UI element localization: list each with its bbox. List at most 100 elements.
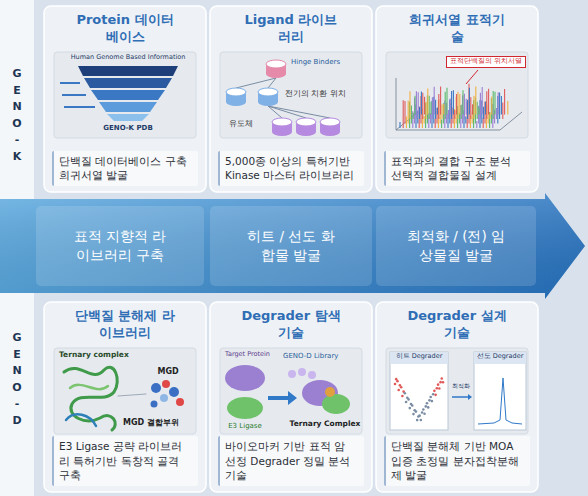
chart-header xyxy=(390,352,448,364)
sequence-bar xyxy=(441,120,442,128)
panel-ground xyxy=(210,6,372,192)
process-step: 히트 / 선도 화합물 발굴 xyxy=(210,206,372,286)
figure-label: MGD 결합부위 xyxy=(122,418,180,428)
optimize-arrow xyxy=(452,396,468,398)
sequence-bar xyxy=(446,88,447,115)
panel-heading: Degrader 설계기술 xyxy=(405,308,509,341)
feature-panel: Protein 데이터베이스단백질 데이터베이스 구축 희귀서열 발굴 xyxy=(44,6,206,192)
data-dot xyxy=(407,398,410,401)
data-dot xyxy=(401,395,404,398)
sequence-bar xyxy=(432,97,433,119)
figure-label: MGD xyxy=(156,367,179,377)
data-dot xyxy=(438,387,441,390)
panel-ground xyxy=(376,6,538,192)
image-well xyxy=(54,348,196,434)
panel-heading: Protein 데이터베이스 xyxy=(73,12,177,45)
panel-ground xyxy=(44,6,206,192)
sequence-bar xyxy=(491,97,492,115)
panel-description: 5,000종 이상의 특허기반 Kinase 마스터 라이브러리 xyxy=(218,151,364,186)
sequence-bar xyxy=(434,87,435,115)
sequence-bar xyxy=(470,97,471,119)
sequence-bar xyxy=(468,84,469,124)
panel-heading: Degrader 탐색기술 xyxy=(239,308,343,341)
figure-label: Hinge Binders xyxy=(290,58,341,66)
panel-description: 단백질 분해체 기반 MOA 입증 초정밀 분자접착분해제 발굴 xyxy=(384,436,530,486)
panel-description: 바이오마커 기반 표적 암 선정 Degrader 정밀 분석기술 xyxy=(218,436,364,486)
sequence-bar xyxy=(441,105,442,119)
process-step: 최적화 / (전) 임상물질 발굴 xyxy=(376,206,536,286)
figure-label: Ternary complex xyxy=(58,350,130,359)
data-dot xyxy=(432,393,435,396)
sequence-bar xyxy=(411,105,412,123)
sequence-bar xyxy=(466,99,467,115)
chart-frame xyxy=(474,352,526,430)
database-cylinder xyxy=(320,118,340,136)
panel-ground xyxy=(376,302,538,492)
sequence-bar xyxy=(498,92,499,114)
sequence-bar xyxy=(399,122,400,128)
screening-figure xyxy=(225,365,350,419)
chart-title: 선도 Degrader xyxy=(476,353,525,361)
sequence-bar xyxy=(484,101,485,123)
chart-title: 히트 Degrader xyxy=(395,353,444,361)
data-dot xyxy=(396,380,399,383)
sequence-bar xyxy=(457,92,458,119)
target-protein-blob xyxy=(225,365,265,391)
sequence-bar xyxy=(467,100,468,119)
design-charts xyxy=(390,352,526,430)
sequence-bar xyxy=(418,92,419,114)
sequence-bar xyxy=(419,107,420,128)
database-cylinder xyxy=(266,60,286,78)
sequence-bar xyxy=(422,93,423,119)
sequence-bar xyxy=(449,99,450,123)
chart-header xyxy=(474,352,526,364)
sequence-bar xyxy=(465,117,466,124)
flow-band xyxy=(0,193,585,299)
sequence-bar xyxy=(437,107,438,114)
sequence-bar xyxy=(486,91,487,119)
image-well xyxy=(220,52,362,138)
sequence-bar xyxy=(485,102,486,115)
panel-description: E3 Ligase 공략 라이브러리 특허기반 독창적 골격 구축 xyxy=(52,436,198,486)
sequence-bar xyxy=(453,90,454,114)
sequence-bar xyxy=(412,111,413,128)
sequence-bar xyxy=(489,112,490,128)
figure-label: GENO-K PDB xyxy=(102,124,154,132)
data-dot xyxy=(400,386,403,389)
callout-leader xyxy=(466,70,478,84)
database-cylinder xyxy=(226,88,246,106)
library-icon xyxy=(288,368,316,379)
sequence-bar xyxy=(454,110,455,119)
sequence-bar xyxy=(445,92,446,119)
database-cylinder xyxy=(258,88,278,106)
data-dot xyxy=(433,390,436,393)
peak-line xyxy=(478,378,522,424)
sequence-bar xyxy=(448,110,449,119)
step-label: 표적 지향적 라이브러리 구축 xyxy=(70,227,170,265)
data-dot xyxy=(440,377,443,380)
figure-label: Ternary Complex xyxy=(289,419,362,428)
sequence-bar xyxy=(425,102,426,119)
database-cylinder xyxy=(272,118,292,136)
sequence-bar xyxy=(430,102,431,115)
data-dot xyxy=(408,407,411,410)
figure-label: 유도체 xyxy=(228,119,254,128)
sequence-bar xyxy=(494,92,495,115)
funnel-figure xyxy=(60,66,178,121)
sequence-bar xyxy=(404,101,405,123)
data-dot xyxy=(434,394,437,397)
data-dot xyxy=(418,414,421,417)
flow-band-shade xyxy=(0,193,585,299)
image-wells xyxy=(54,52,528,434)
funnel-layer xyxy=(107,114,149,121)
sequence-bar xyxy=(507,101,508,115)
data-dot xyxy=(427,406,430,409)
sequence-bar xyxy=(413,113,414,119)
sequence-bar xyxy=(501,96,502,115)
panel-heading: 단백질 분해제 라이브러리 xyxy=(73,308,177,341)
sequence-bar xyxy=(502,103,503,119)
flow-arrow xyxy=(0,193,585,299)
input-bars xyxy=(60,83,95,107)
data-dot xyxy=(437,383,440,386)
